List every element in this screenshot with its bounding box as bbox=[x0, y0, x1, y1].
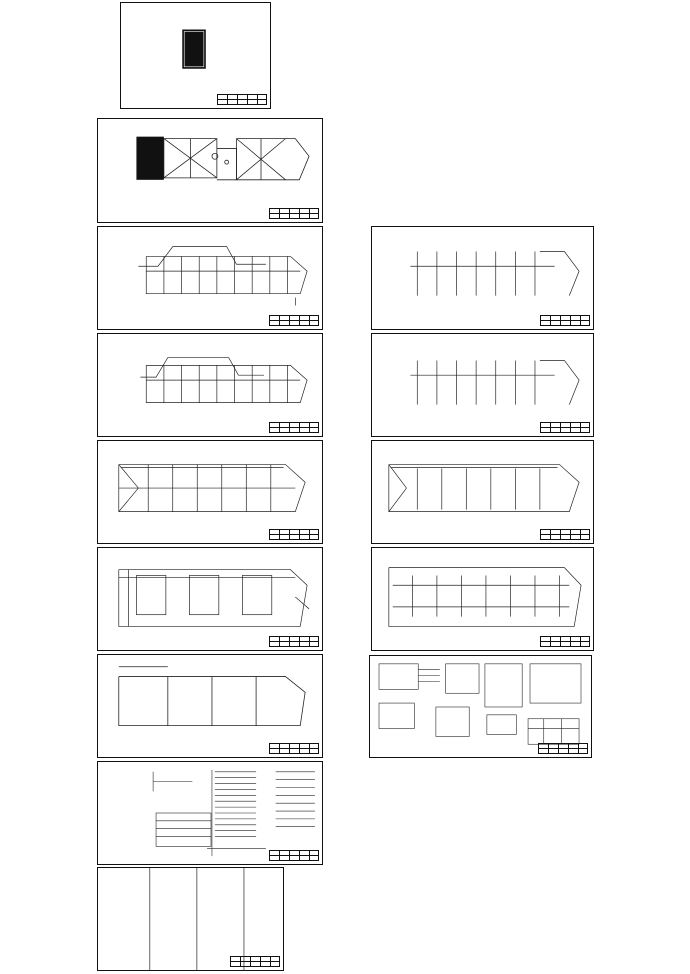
riser-layout-drawing bbox=[410, 360, 580, 405]
overview-plan-drawing bbox=[136, 136, 310, 181]
roof-plan-drawing bbox=[118, 666, 306, 727]
title-block bbox=[269, 529, 319, 540]
sheet-plan-5[interactable] bbox=[97, 654, 323, 758]
sheet-cover[interactable] bbox=[120, 2, 271, 109]
system-diagrams-drawing bbox=[378, 663, 582, 745]
sheet-plan-r2[interactable] bbox=[371, 333, 594, 437]
electrical-plan-drawing bbox=[140, 357, 308, 403]
conduit-run-drawing bbox=[388, 567, 582, 627]
sheet-schematic-1[interactable] bbox=[97, 761, 323, 865]
electrical-plan-drawing bbox=[138, 246, 308, 306]
sheet-blank-grid[interactable] bbox=[97, 867, 284, 971]
sheet-plan-overview[interactable] bbox=[97, 118, 323, 223]
electrical-plan-drawing bbox=[118, 464, 306, 512]
sheet-plan-2[interactable] bbox=[97, 333, 323, 437]
sheet-plan-r3[interactable] bbox=[371, 440, 594, 544]
title-block bbox=[269, 315, 319, 326]
sheet-plan-r4[interactable] bbox=[371, 547, 594, 651]
title-block bbox=[540, 422, 590, 433]
distribution-schematic-drawing bbox=[152, 769, 315, 857]
sheet-plan-r1[interactable] bbox=[371, 226, 594, 330]
title-block bbox=[540, 636, 590, 647]
title-block bbox=[269, 743, 319, 754]
sheet-plan-1[interactable] bbox=[97, 226, 323, 330]
title-block bbox=[540, 315, 590, 326]
title-block bbox=[269, 636, 319, 647]
title-block bbox=[540, 529, 590, 540]
grounding-plan-drawing bbox=[118, 569, 310, 627]
title-block bbox=[269, 208, 319, 219]
cover-drawing bbox=[182, 29, 206, 69]
title-block bbox=[538, 743, 588, 754]
title-block bbox=[217, 94, 267, 105]
riser-layout-drawing bbox=[410, 251, 580, 296]
title-block bbox=[269, 422, 319, 433]
title-block bbox=[269, 850, 319, 861]
sheet-plan-3[interactable] bbox=[97, 440, 323, 544]
riser-layout-drawing bbox=[388, 464, 580, 512]
sheet-plan-4[interactable] bbox=[97, 547, 323, 651]
title-block bbox=[230, 956, 280, 967]
blank-table-drawing bbox=[149, 868, 245, 970]
sheet-schematic-2[interactable] bbox=[369, 655, 592, 758]
